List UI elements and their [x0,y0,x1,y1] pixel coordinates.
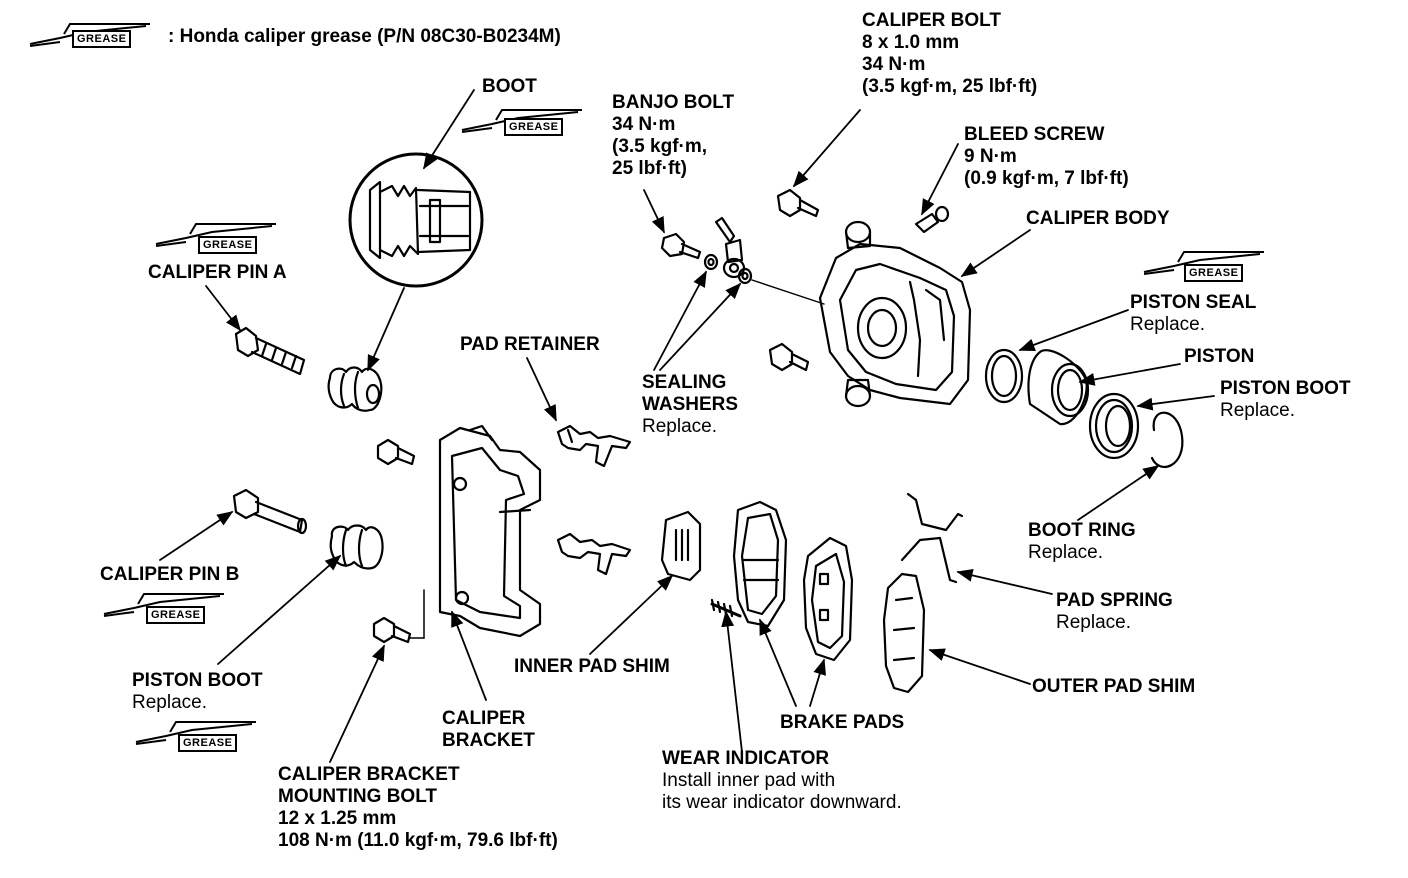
boot-ring-part [1150,411,1184,469]
label-piston-boot-left: PISTON BOOT Replace. [132,670,263,713]
pad-spring-part [900,492,964,584]
caliper-body-part [818,220,972,408]
inner-brake-pad-part [710,500,788,628]
label-boot-ring: BOOT RING Replace. [1028,520,1136,563]
caliper-bolt-lower-part [768,342,810,372]
label-outer-pad-shim: OUTER PAD SHIM [1032,676,1196,697]
pad-retainer-lower-part [556,532,632,576]
caliper-pin-a-part [234,326,306,376]
label-piston: PISTON [1184,346,1255,367]
grease-tag-piston-seal: GREASE [1140,250,1270,282]
grease-tube-icon [155,223,276,247]
boot-detail-circle [348,152,484,288]
grease-tag-boot: GREASE [458,108,588,136]
grease-tag-text: GREASE [198,236,258,254]
inner-pad-shim-part [660,510,702,582]
label-caliper-body: CALIPER BODY [1026,208,1170,229]
label-sealing-washers: SEALING WASHERS Replace. [642,372,739,437]
boot-part [327,366,383,412]
piston-part [1027,349,1090,426]
brake-hose-fitting-part [714,216,825,305]
outer-pad-shim-part [882,572,926,694]
label-piston-boot-right: PISTON BOOT Replace. [1220,378,1351,421]
grease-tag-piston-boot-left: GREASE [132,720,262,752]
label-banjo-bolt: BANJO BOLT 34 N·m (3.5 kgf·m, 25 lbf·ft) [612,92,735,179]
label-caliper-bracket: CALIPER BRACKET [442,708,535,751]
label-pad-spring: PAD SPRING Replace. [1056,590,1173,633]
banjo-bolt-part [660,232,702,260]
bracket-bolt-lower-part [372,589,425,644]
caliper-pin-b-part [232,488,308,535]
label-caliper-pin-b: CALIPER PIN B [100,564,240,585]
bracket-bolt-upper-part [376,438,416,466]
piston-seal-part [984,348,1024,404]
grease-tube-icon [1143,251,1264,275]
grease-tube-icon [135,721,256,745]
grease-tag-legend: GREASE [26,22,156,50]
grease-tag-text: GREASE [72,30,132,48]
pad-retainer-upper-part [556,424,632,468]
label-caliper-pin-a: CALIPER PIN A [148,262,287,283]
caliper-bracket-part [438,424,542,638]
label-caliper-bolt: CALIPER BOLT 8 x 1.0 mm 34 N·m (3.5 kgf·… [862,10,1038,97]
outer-brake-pad-part [802,536,854,662]
grease-tube-icon [103,593,224,617]
label-brake-pads: BRAKE PADS [780,712,905,733]
label-inner-pad-shim: INNER PAD SHIM [514,656,670,677]
grease-tag-text: GREASE [146,606,206,624]
label-pad-retainer: PAD RETAINER [460,334,600,355]
piston-boot-left-part [329,524,384,570]
caliper-bolt-upper-part [776,188,820,218]
piston-boot-right-part [1088,392,1140,460]
grease-tag-text: GREASE [1184,264,1244,282]
grease-tag-text: GREASE [504,118,564,136]
label-caliper-bracket-bolt: CALIPER BRACKET MOUNTING BOLT 12 x 1.25 … [278,764,558,851]
label-bleed-screw: BLEED SCREW 9 N·m (0.9 kgf·m, 7 lbf·ft) [964,124,1129,189]
label-piston-seal: PISTON SEAL Replace. [1130,292,1257,335]
bleed-screw-part [914,205,950,234]
label-wear-indicator: WEAR INDICATOR Install inner pad with it… [662,748,902,813]
grease-legend-text: : Honda caliper grease (P/N 08C30-B0234M… [168,26,561,47]
leader-lines [159,89,1215,763]
grease-tag-pin-a: GREASE [152,222,282,254]
grease-tag-pin-b: GREASE [100,592,230,624]
grease-tag-text: GREASE [178,734,238,752]
label-boot: BOOT [482,76,537,97]
